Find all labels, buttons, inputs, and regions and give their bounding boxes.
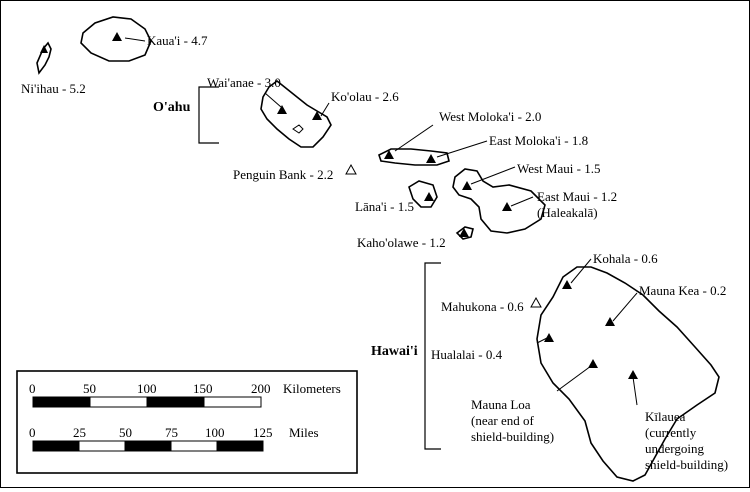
km-tick-label-2: 100: [137, 381, 157, 396]
leader-lines: [124, 37, 638, 406]
west-maui-volcano-marker: [462, 181, 472, 190]
east-maui-volcano-marker: [502, 202, 512, 211]
mauna-kea-label: Mauna Kea - 0.2: [639, 283, 726, 298]
mauna-loa-note-2: shield-building): [471, 429, 554, 444]
km-tick-label-4: 200: [251, 381, 271, 396]
kohala-volcano-marker: [562, 280, 572, 289]
oahu-group-label: O'ahu: [153, 100, 191, 115]
km-tick-label-3: 150: [193, 381, 213, 396]
km-tick-label-1: 50: [83, 381, 96, 396]
niihau-label: Ni'ihau - 5.2: [21, 81, 86, 96]
kauai-volcano-marker: [112, 32, 122, 41]
mi-bar-seg-4: [170, 440, 218, 452]
niihau-volcano-marker: [40, 45, 48, 53]
lanai-volcano-marker: [424, 192, 434, 201]
koolau-label: Ko'olau - 2.6: [331, 89, 399, 104]
kahoolawe-label: Kaho'olawe - 1.2: [357, 235, 446, 250]
km-bar-seg-2: [89, 396, 148, 408]
mi-tick-label-4: 100: [205, 425, 225, 440]
waianae-volcano-marker: [277, 105, 287, 114]
km-bar-seg-1: [32, 396, 91, 408]
mi-tick-label-2: 50: [119, 425, 132, 440]
kilauea-note-1: (currently: [645, 425, 697, 440]
west-molokai-volcano-marker: [384, 150, 394, 159]
km-bar-seg-3: [146, 396, 205, 408]
mi-bar-seg-3: [124, 440, 172, 452]
mi-bar-seg-2: [78, 440, 126, 452]
km-unit-label: Kilometers: [283, 381, 341, 396]
east-maui-label: East Maui - 1.2: [537, 189, 617, 204]
west-molokai-label: West Moloka'i - 2.0: [439, 109, 541, 124]
kilauea-note-3: shield-building): [645, 457, 728, 472]
mi-tick-label-5: 125: [253, 425, 273, 440]
kilauea-volcano-marker: [628, 370, 638, 379]
mi-bar-seg-5: [216, 440, 264, 452]
waianae-label: Wai'anae - 3.0: [207, 75, 281, 90]
penguin-bank-label: Penguin Bank - 2.2: [233, 167, 333, 182]
penguin-bank-marker: [345, 163, 357, 175]
hawaii-island: [536, 266, 720, 482]
kohala-label: Kohala - 0.6: [593, 251, 658, 266]
hawaii-group-label: Hawai'i: [371, 344, 418, 359]
mi-tick-label-1: 25: [73, 425, 86, 440]
west-maui-label: West Maui - 1.5: [517, 161, 600, 176]
mi-tick-label-3: 75: [165, 425, 178, 440]
hualalai-label: Hualalai - 0.4: [431, 347, 503, 362]
kilauea-label: Kīlauea: [645, 409, 686, 424]
mahukona-marker: [530, 296, 542, 308]
hawaii-bracket: [424, 262, 441, 450]
mauna-loa-label: Mauna Loa: [471, 397, 531, 412]
kauai-label: Kaua'i - 4.7: [147, 33, 208, 48]
maui-island: [452, 168, 546, 234]
scale-box: [16, 370, 358, 474]
oahu-interior-mark: [292, 124, 304, 134]
km-bar-seg-4: [203, 396, 262, 408]
mahukona-label: Mahukona - 0.6: [441, 299, 524, 314]
kahoolawe-volcano-marker: [459, 228, 469, 237]
east-molokai-label: East Moloka'i - 1.8: [489, 133, 588, 148]
km-tick-label-0: 0: [29, 381, 36, 396]
east-molokai-volcano-marker: [426, 154, 436, 163]
oahu-island: [260, 79, 332, 148]
mi-bar-seg-1: [32, 440, 80, 452]
mauna-loa-note-1: (near end of: [471, 413, 534, 428]
haleakala-label: (Haleakalā): [537, 205, 598, 220]
mauna-kea-volcano-marker: [605, 317, 615, 326]
miles-scale: 0 25 50 75 100 125 Miles: [29, 425, 319, 452]
lanai-label: Lāna'i - 1.5: [355, 199, 414, 214]
kilauea-note-2: undergoing: [645, 441, 704, 456]
km-scale: 0 50 100 150 200 Kilometers: [29, 381, 341, 408]
koolau-volcano-marker: [312, 111, 322, 120]
oahu-bracket: [198, 86, 219, 144]
mi-unit-label: Miles: [289, 425, 319, 440]
mi-tick-label-0: 0: [29, 425, 36, 440]
